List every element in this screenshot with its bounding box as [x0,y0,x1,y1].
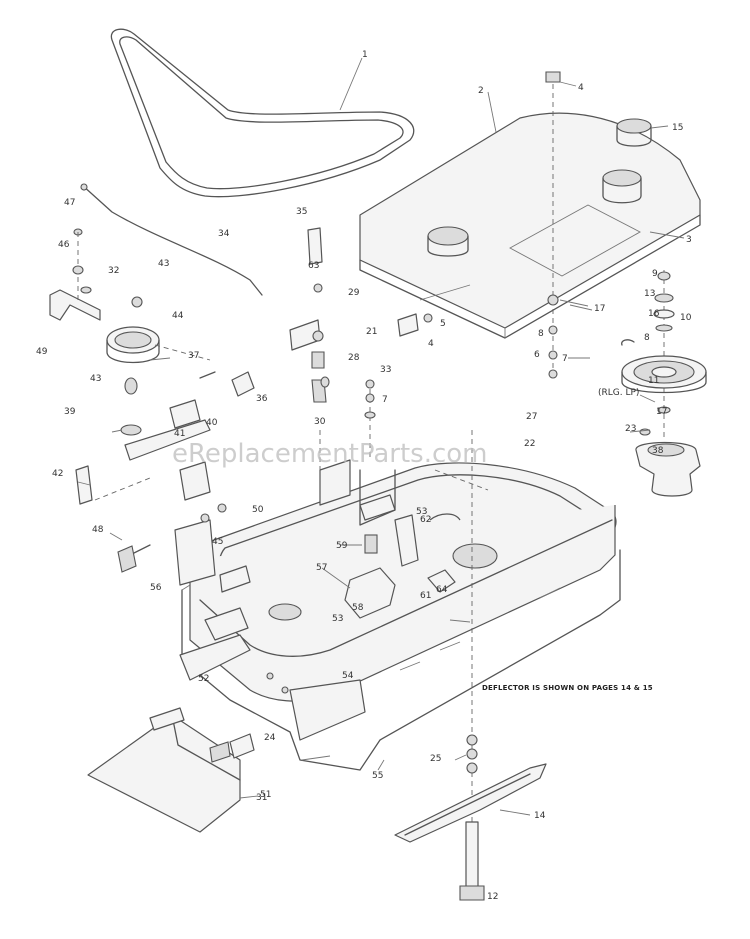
callout-16: 16 [648,309,660,319]
callout-15: 15 [672,123,683,133]
callout-7b: 7 [382,395,388,405]
callout-17a: 17 [594,304,605,314]
callout-31: 31 [256,793,267,803]
deflector-note: DEFLECTOR IS SHOWN ON PAGES 14 & 15 [482,684,653,692]
callout-10: 10 [680,313,692,323]
cover-bolt-stack [545,71,589,380]
callout-39: 39 [64,407,76,417]
callout-51: 51 [260,790,271,800]
callout-36: 36 [256,394,268,404]
callout-22: 22 [524,439,535,449]
watermark: eReplacementParts.com [172,439,488,469]
callout-5: 5 [440,319,446,329]
callout-50: 50 [252,505,264,515]
callout-61: 61 [420,591,431,601]
callout-2: 2 [478,86,484,96]
callout-28: 28 [348,353,360,363]
callout-11: 11 [648,376,659,386]
callout-21: 21 [366,327,377,337]
callout-11-note: (RLG. LP) [598,388,639,398]
callout-35: 35 [296,207,307,217]
discharge-chute [87,707,259,833]
callout-6: 6 [534,350,540,360]
callout-3: 3 [686,235,692,245]
callout-24: 24 [264,733,276,743]
callout-38: 38 [652,446,664,456]
callout-29: 29 [348,288,360,298]
callout-42: 42 [52,469,63,479]
callout-37: 37 [188,351,199,361]
callout-8b: 8 [644,333,650,343]
callout-32: 32 [108,266,119,276]
idler-assembly [49,183,433,593]
callout-40: 40 [206,418,218,428]
callout-14: 14 [534,811,546,821]
callout-1: 1 [362,50,368,60]
callout-9: 9 [652,269,658,279]
callout-47: 47 [64,198,75,208]
callout-52: 52 [198,674,209,684]
callout-57: 57 [316,563,327,573]
callout-64: 64 [436,585,448,595]
callout-17b: 17 [656,407,667,417]
callout-48: 48 [92,525,104,535]
callout-7a: 7 [562,354,568,364]
callout-4a: 4 [578,83,584,93]
callout-62: 62 [420,515,431,525]
callout-54: 54 [342,671,354,681]
callout-13: 13 [644,289,655,299]
callout-63: 63 [308,261,319,271]
callout-27: 27 [526,412,537,422]
callout-43b: 43 [90,374,101,384]
deck-cover [359,91,701,339]
callout-33: 33 [380,365,391,375]
leader-lines [77,304,656,771]
callout-labels: 1 2 3 4 4 5 6 7 7 8 8 9 10 11 (RLG. LP) … [36,50,692,902]
callout-59: 59 [336,541,348,551]
spindle-assembly [621,270,707,497]
callout-56: 56 [150,583,162,593]
callout-4b: 4 [428,339,434,349]
drive-belt [110,28,415,198]
callout-8a: 8 [538,329,544,339]
blade-and-bolt [394,430,547,901]
callout-30: 30 [314,417,326,427]
spindle-cap [602,118,669,204]
callout-43a: 43 [158,259,169,269]
callout-44: 44 [172,311,184,321]
callout-49: 49 [36,347,48,357]
mower-deck [179,430,621,771]
callout-58: 58 [352,603,364,613]
callout-53a: 53 [332,614,343,624]
callout-25: 25 [430,754,441,764]
callout-41: 41 [174,429,185,439]
callout-46: 46 [58,240,70,250]
callout-55: 55 [372,771,383,781]
callout-34: 34 [218,229,230,239]
callout-53b: 53 [416,507,427,517]
callout-23: 23 [625,424,636,434]
callout-12: 12 [487,892,498,902]
callout-45: 45 [212,537,223,547]
